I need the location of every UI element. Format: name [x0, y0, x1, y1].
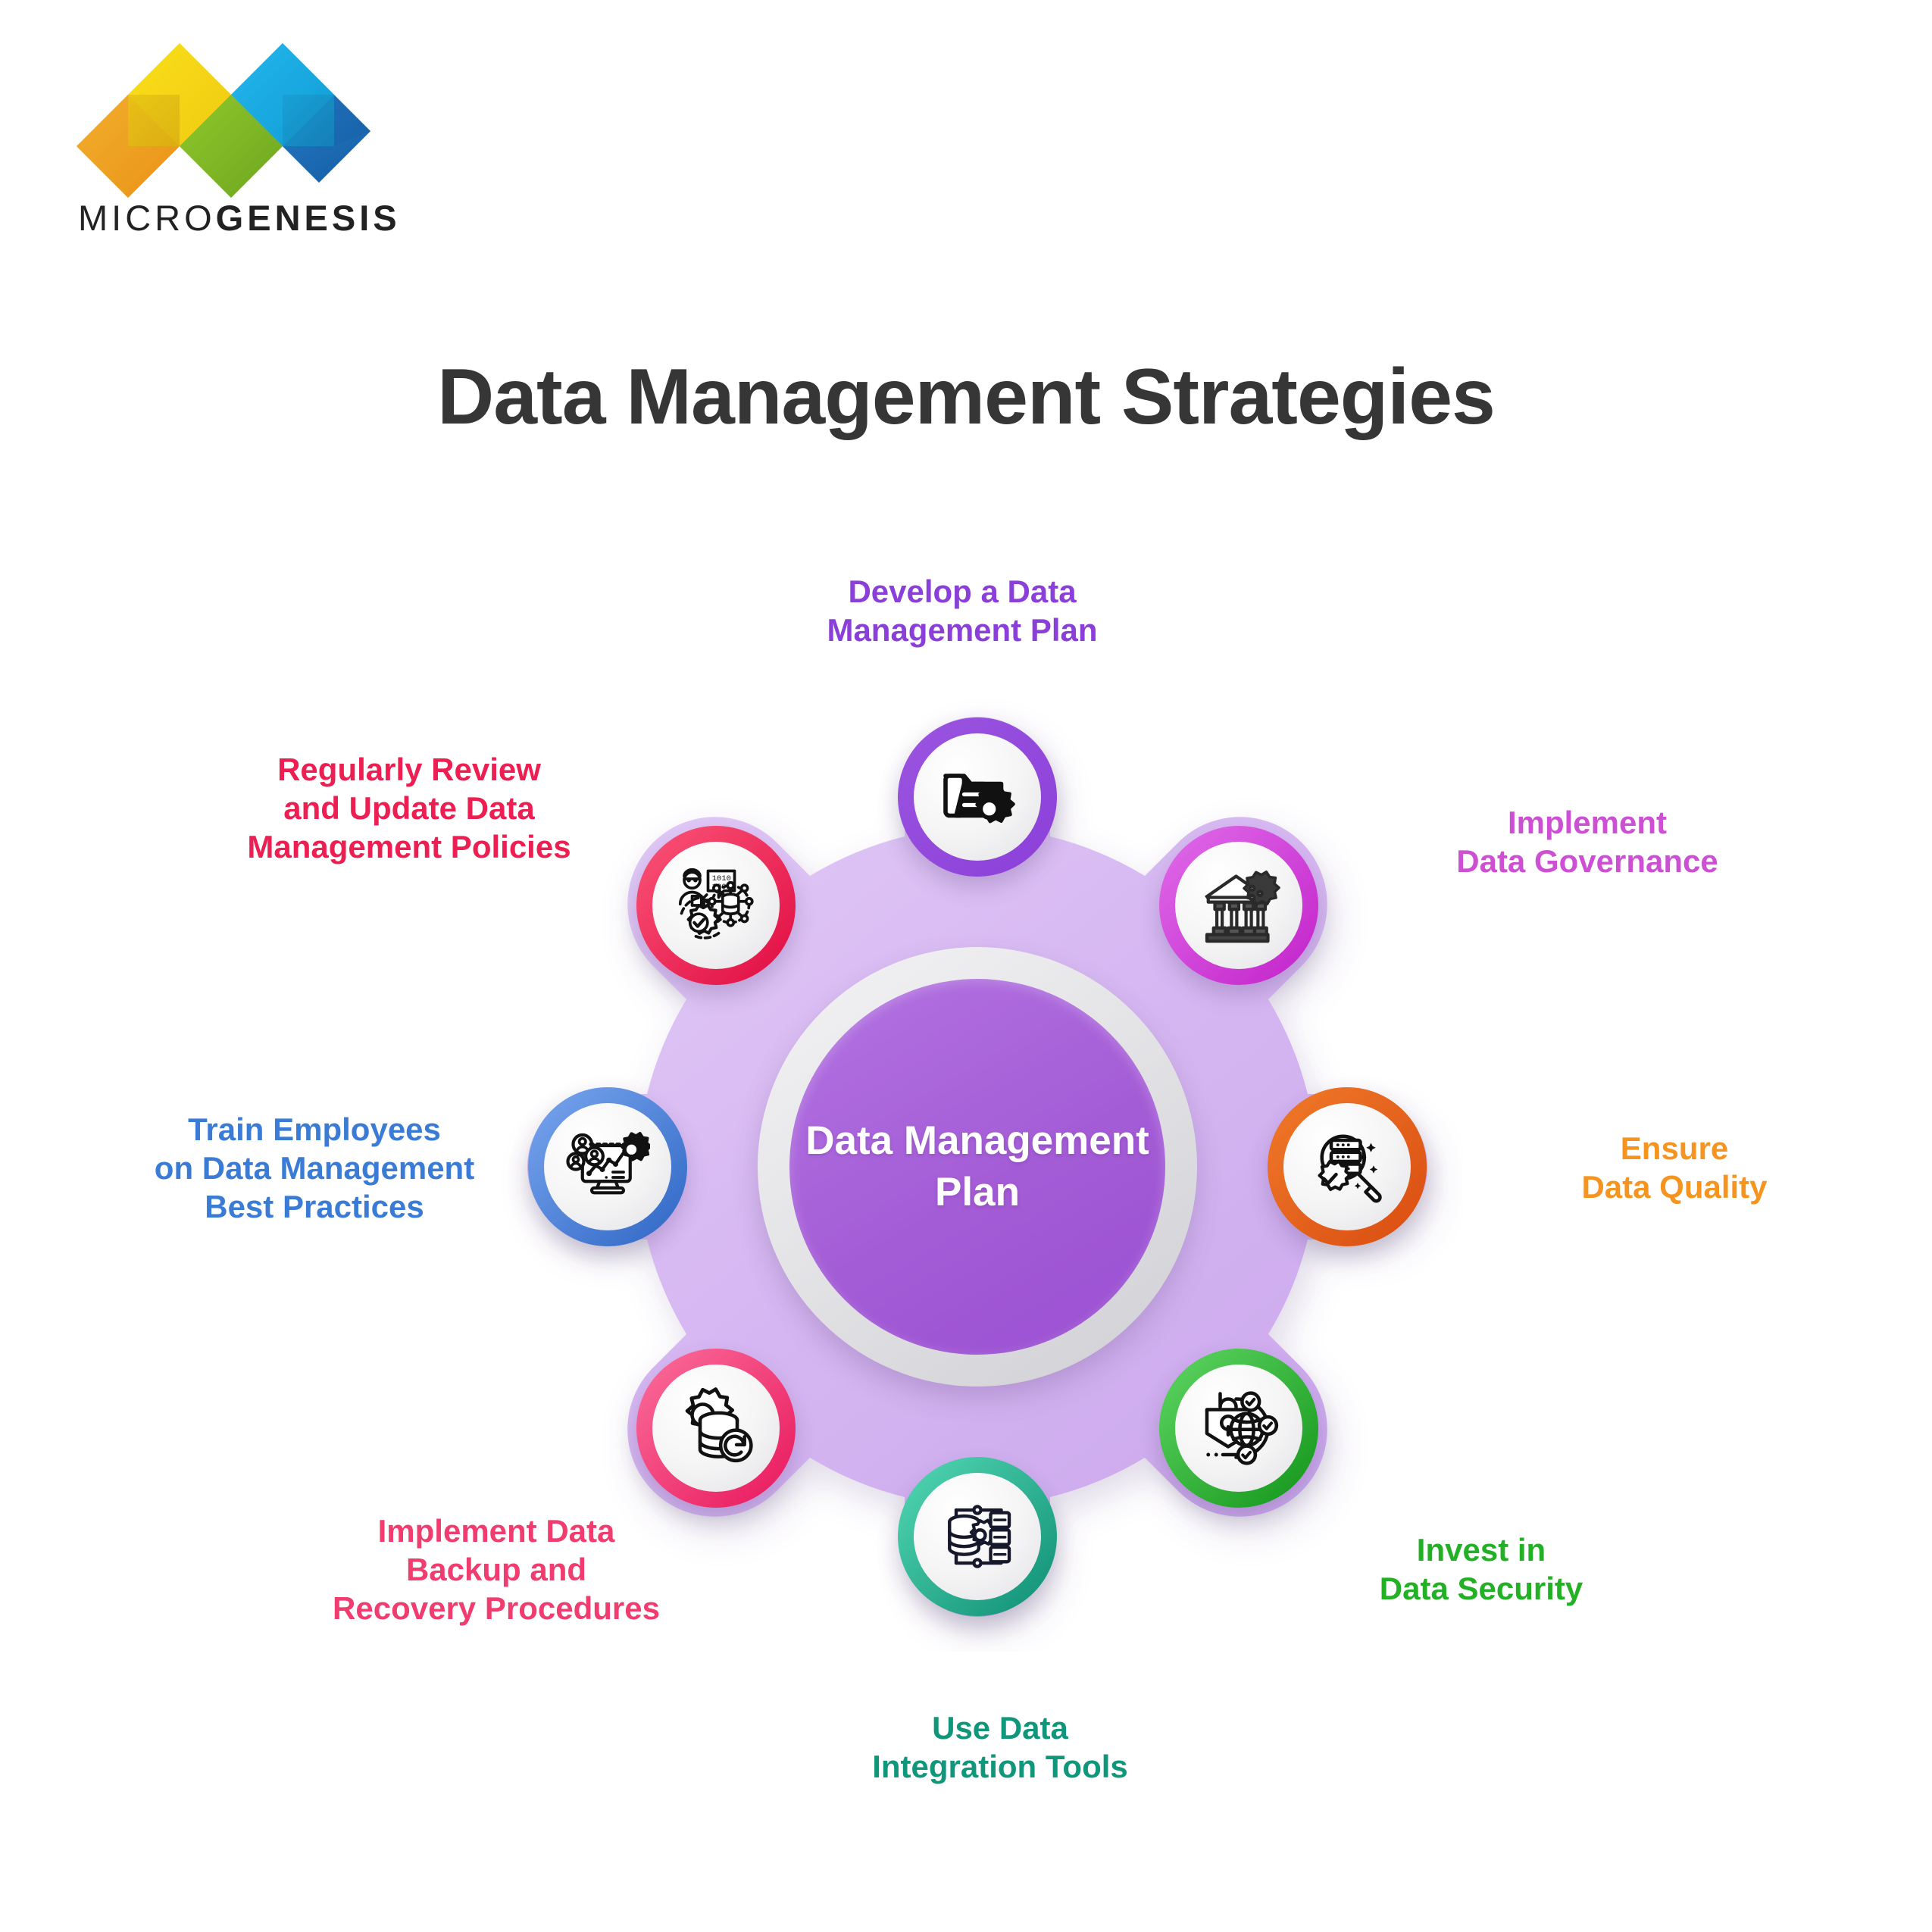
label-develop-plan: Develop a Data Management Plan — [827, 574, 1098, 649]
microgenesis-diamond-logo — [77, 43, 370, 198]
bank-gear-icon — [1205, 870, 1280, 943]
node-train-employees[interactable] — [528, 1087, 687, 1246]
node-develop-plan[interactable] — [898, 717, 1057, 877]
svg-text:1010: 1010 — [712, 874, 731, 883]
label-train-employees: Train Employees on Data Management Best … — [154, 1111, 475, 1225]
node-face: 1010 1001 — [652, 842, 780, 969]
gear-database-refresh-icon — [685, 1387, 753, 1463]
center-hub-label: Data Management Plan — [805, 1118, 1149, 1215]
padlock-globe-shield-icon — [1205, 1391, 1279, 1465]
brand-logo: MICROGENESIS — [72, 42, 397, 261]
node-backup-recovery[interactable] — [636, 1349, 796, 1508]
label-backup-recovery: Implement Data Backup and Recovery Proce… — [333, 1513, 660, 1627]
folder-gear-icon — [943, 774, 1015, 824]
center-hub-inner: Data Management Plan — [789, 979, 1165, 1355]
label-data-security: Invest in Data Security — [1379, 1532, 1583, 1607]
node-integration-tools[interactable] — [898, 1457, 1057, 1616]
label-data-governance: Implement Data Governance — [1456, 805, 1718, 880]
brand-name-part2: GENESIS — [215, 198, 401, 238]
page-title: Data Management Strategies — [437, 353, 1496, 441]
label-review-policies: Regularly Review and Update Data Managem… — [247, 752, 571, 865]
node-face — [544, 1103, 671, 1230]
node-face — [1175, 1365, 1302, 1492]
database-flowchart-gear-icon — [948, 1505, 1011, 1568]
magnifier-database-check-icon — [1318, 1134, 1382, 1203]
node-face — [914, 1473, 1041, 1600]
node-face — [914, 733, 1041, 861]
monitor-analytics-people-gear-icon — [566, 1131, 650, 1195]
label-data-quality: Ensure Data Quality — [1581, 1130, 1768, 1205]
center-hub: Data Management Plan — [758, 947, 1197, 1386]
label-integration-tools: Use Data Integration Tools — [872, 1710, 1128, 1785]
brand-wordmark: MICROGENESIS — [78, 197, 401, 239]
node-data-governance[interactable] — [1159, 826, 1318, 985]
node-face — [652, 1365, 780, 1492]
brand-name-part1: MICRO — [78, 198, 216, 238]
node-data-security[interactable] — [1159, 1349, 1318, 1508]
node-data-quality[interactable] — [1268, 1087, 1427, 1246]
node-review-policies[interactable]: 1010 1001 — [636, 826, 796, 985]
person-binary-network-gear-check-icon: 1010 1001 — [678, 868, 754, 939]
gear-infographic: Data Management Plan — [492, 682, 1462, 1652]
node-face — [1283, 1103, 1411, 1230]
node-face — [1175, 842, 1302, 969]
